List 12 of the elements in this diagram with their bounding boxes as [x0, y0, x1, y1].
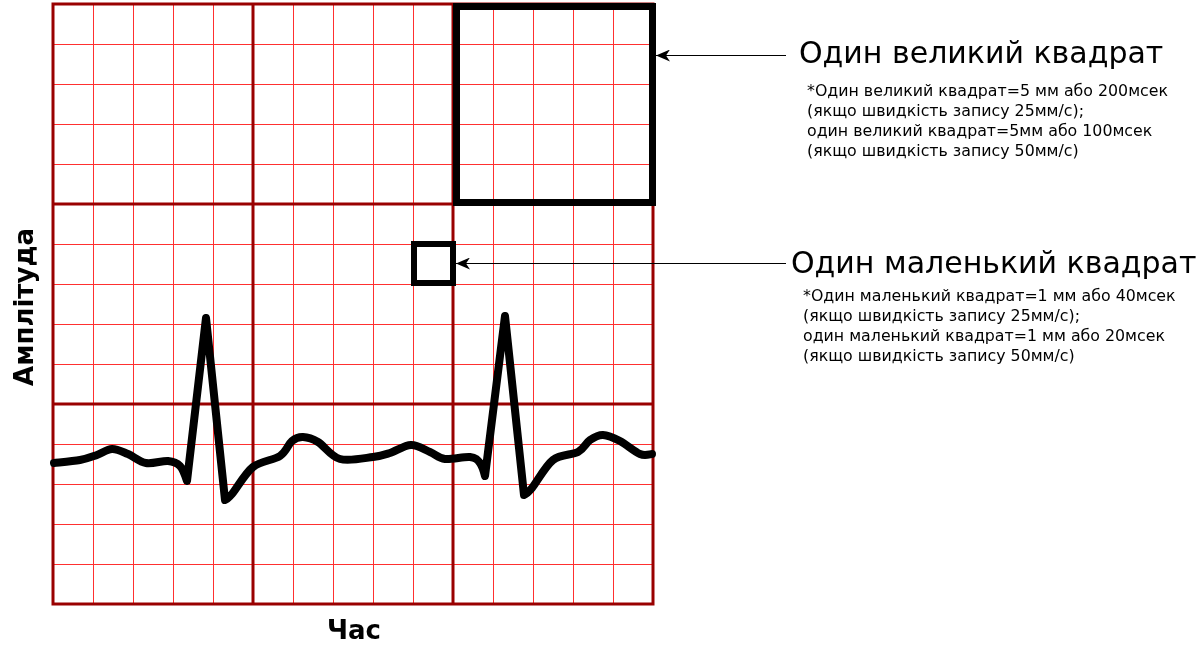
axis-label: Амплітуда [8, 228, 39, 386]
leader-arrow [655, 49, 787, 62]
leader-arrow [455, 257, 787, 270]
callout-heading: Один маленький квадрат [791, 244, 1197, 282]
large-square-outline [453, 3, 656, 206]
note-text: *Один маленький квадрат=1 мм або 40мсек (якщо швидкість запису 25мм/с); [803, 286, 1177, 326]
axis-label: Час [327, 615, 381, 645]
small-square-outline [411, 241, 456, 286]
note-text: *Один великий квадрат=5 мм або 200мсек (якщо швидкість запису 25мм/с); [807, 81, 1169, 121]
note-text: один великий квадрат=5мм або 100мсек (якщо швидкість запису 50мм/с) [807, 121, 1154, 161]
note-text: один маленький квадрат=1 мм або 20мсек (якщо швидкість запису 50мм/с) [803, 326, 1166, 366]
callout-heading: Один великий квадрат [799, 34, 1164, 72]
